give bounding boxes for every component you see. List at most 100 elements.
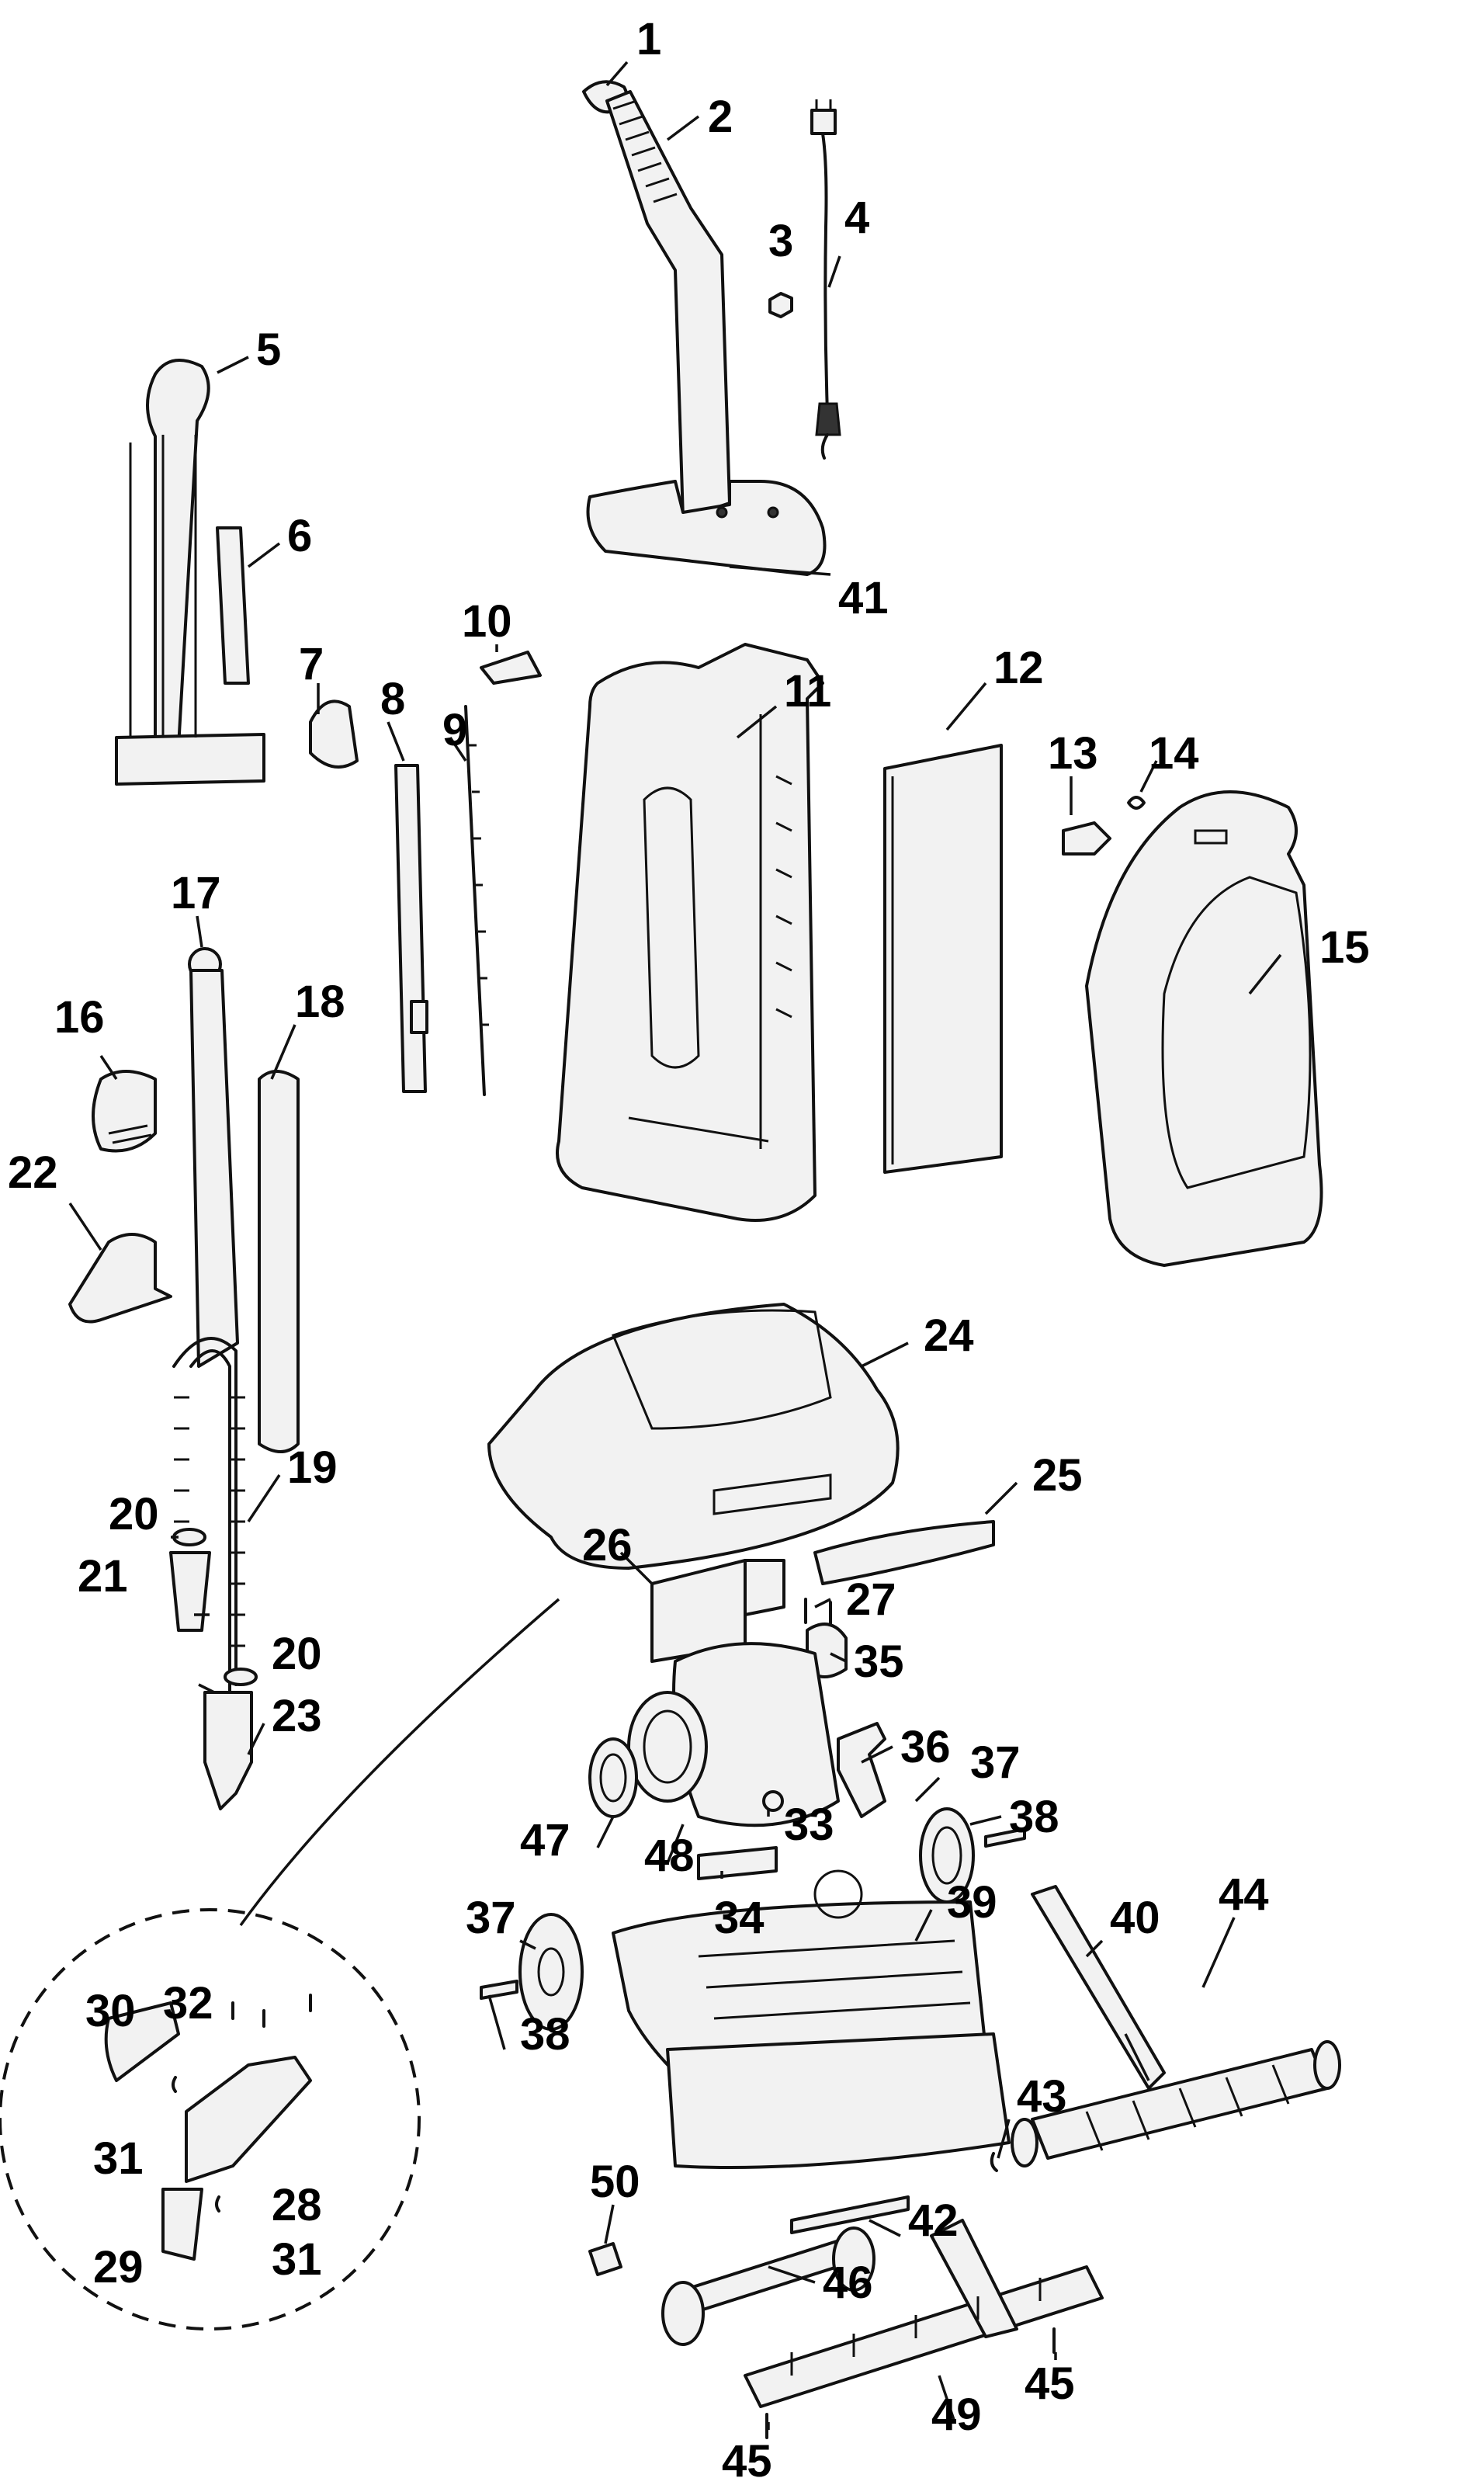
part-20-coupling-lower [224, 1668, 258, 1686]
leader-lines [68, 61, 1282, 2430]
callout-36: 36 [900, 1722, 951, 1772]
part-50-clip [588, 2242, 622, 2276]
callout-21: 21 [78, 1551, 128, 1602]
callout-44: 44 [1219, 1869, 1269, 1920]
callout-3: 3 [768, 216, 793, 266]
part-9-rod [464, 705, 489, 1096]
callout-19: 19 [287, 1442, 338, 1493]
callout-12: 12 [993, 643, 1044, 693]
callout-7: 7 [299, 639, 324, 689]
part-23-hose-end [203, 1691, 253, 1810]
part-34-switch [697, 1846, 778, 1880]
callout-45a: 45 [1025, 2358, 1075, 2409]
callout-38b: 38 [520, 2009, 570, 2060]
callout-46: 46 [823, 2258, 873, 2308]
detail-inset [0, 1908, 421, 2331]
callout-31a: 31 [93, 2133, 144, 2184]
callout-26: 26 [582, 1520, 633, 1570]
callout-39: 39 [947, 1877, 997, 1928]
callout-17: 17 [171, 868, 221, 918]
callout-24: 24 [924, 1310, 974, 1361]
part-48-motor [627, 1642, 840, 1827]
callout-9: 9 [442, 705, 467, 755]
part-10-latch [480, 651, 542, 685]
part-14-spring [1127, 796, 1146, 810]
callout-20a: 20 [109, 1489, 159, 1539]
part-17-wand [188, 947, 239, 1368]
part-36-pedal [837, 1722, 886, 1818]
part-39-base [612, 1869, 1011, 2169]
part-19-hose [172, 1337, 245, 1694]
part-7-clip [309, 699, 359, 769]
callout-22: 22 [8, 1147, 58, 1198]
part-26-fan-housing [650, 1559, 785, 1663]
callout-33: 33 [784, 1800, 834, 1850]
callout-30: 30 [85, 1986, 136, 2036]
callout-49: 49 [931, 2390, 982, 2440]
part-5-tool-holder [115, 359, 265, 786]
part-33-pin [762, 1790, 784, 1812]
callout-32: 32 [163, 1978, 213, 2029]
part-3-knob [768, 292, 793, 318]
part-4-power-cord [810, 99, 841, 460]
callout-40: 40 [1110, 1893, 1160, 1943]
part-43-clip [990, 2152, 998, 2172]
part-21-nozzle [169, 1551, 211, 1632]
callout-31b: 31 [272, 2234, 322, 2285]
callout-8: 8 [380, 674, 405, 724]
callout-48: 48 [644, 1831, 695, 1881]
part-8-rail [394, 764, 428, 1093]
part-40-bumper [1031, 1885, 1166, 2090]
part-13-latch [1062, 821, 1111, 856]
callouts: 1 2 3 4 5 6 7 8 9 10 11 12 13 14 15 16 1… [8, 14, 1370, 2485]
part-6-strip [216, 526, 250, 685]
callout-38a: 38 [1009, 1792, 1059, 1842]
callout-41: 41 [838, 573, 889, 623]
part-2-handle [586, 90, 827, 576]
part-16-brush [92, 1070, 157, 1153]
part-12-panel [883, 744, 1003, 1174]
part-29-tube [161, 2188, 203, 2261]
part-46-rear-axle [661, 2226, 875, 2346]
callout-25: 25 [1032, 1450, 1083, 1501]
part-11-body [556, 643, 824, 1222]
part-28-housing [185, 2056, 312, 2183]
callout-27: 27 [846, 1574, 896, 1625]
part-49-bottom-plate [744, 2219, 1104, 2408]
part-18-extension-wand [258, 1070, 300, 1453]
part-24-hood [487, 1303, 900, 1570]
callout-13: 13 [1048, 728, 1098, 779]
callout-28: 28 [272, 2180, 322, 2230]
callout-6: 6 [287, 511, 312, 561]
callout-47: 47 [520, 1815, 570, 1865]
part-47-ring [588, 1737, 638, 1818]
part-38-axle-right [984, 1827, 1026, 1848]
callout-4: 4 [844, 193, 869, 243]
callout-20b: 20 [272, 1629, 322, 1679]
part-15-bag-door [1085, 790, 1323, 1267]
callout-5: 5 [256, 325, 281, 375]
part-22-upholstery-tool [68, 1233, 172, 1324]
callout-2: 2 [708, 92, 733, 142]
callout-45b: 45 [722, 2436, 772, 2485]
part-38-axle-left [480, 1980, 518, 2000]
callout-18: 18 [295, 977, 345, 1027]
callout-29: 29 [93, 2242, 144, 2292]
part-37-wheel-left [518, 1913, 584, 2031]
part-27-screws [804, 1598, 832, 1627]
part-44-brushroll [1011, 2040, 1341, 2167]
part-30-cover [104, 2001, 180, 2082]
callout-37a: 37 [970, 1737, 1021, 1788]
callout-11: 11 [784, 666, 831, 717]
callout-43: 43 [1017, 2071, 1067, 2122]
callout-15: 15 [1319, 922, 1370, 973]
callout-10: 10 [462, 596, 512, 647]
callout-37b: 37 [466, 1893, 516, 1943]
callout-14: 14 [1149, 728, 1199, 779]
callout-50: 50 [590, 2157, 640, 2207]
callout-23: 23 [272, 1691, 322, 1741]
callout-42: 42 [908, 2195, 959, 2246]
part-25-bumper-strip [813, 1520, 995, 1585]
part-42-bracket [790, 2195, 910, 2234]
